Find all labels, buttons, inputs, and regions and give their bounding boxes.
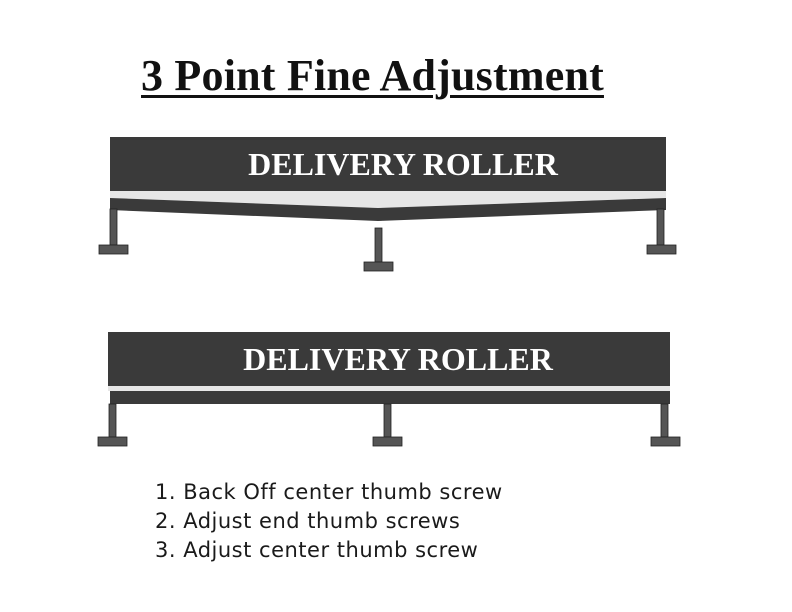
support-bar-straight (110, 391, 670, 404)
thumb-screw-right-top (646, 208, 677, 255)
step-item: 3. Adjust center thumb screw (155, 538, 479, 562)
thumb-screw-center-bottom (372, 403, 403, 447)
diagram-top: DELIVERY ROLLER (98, 137, 677, 272)
thumb-screw-left-top (98, 208, 129, 255)
roller-label-top: DELIVERY ROLLER (248, 146, 559, 182)
support-bar-bowed (110, 198, 666, 221)
diagram-bottom: DELIVERY ROLLER (97, 332, 681, 447)
roller-label-bottom: DELIVERY ROLLER (243, 341, 554, 377)
roller-gap-bottom (108, 386, 670, 391)
step-item: 1. Back Off center thumb screw (155, 480, 503, 504)
step-item: 2. Adjust end thumb screws (155, 509, 461, 533)
thumb-screw-left-bottom (97, 403, 128, 447)
page-title: 3 Point Fine Adjustment (141, 51, 604, 100)
delivery-roller-top (110, 137, 666, 191)
thumb-screw-right-bottom (650, 403, 681, 447)
thumb-screw-center-top (363, 227, 394, 272)
instruction-steps: 1. Back Off center thumb screw 2. Adjust… (155, 478, 503, 565)
delivery-roller-bottom (108, 332, 670, 386)
roller-gap-top (110, 191, 666, 208)
